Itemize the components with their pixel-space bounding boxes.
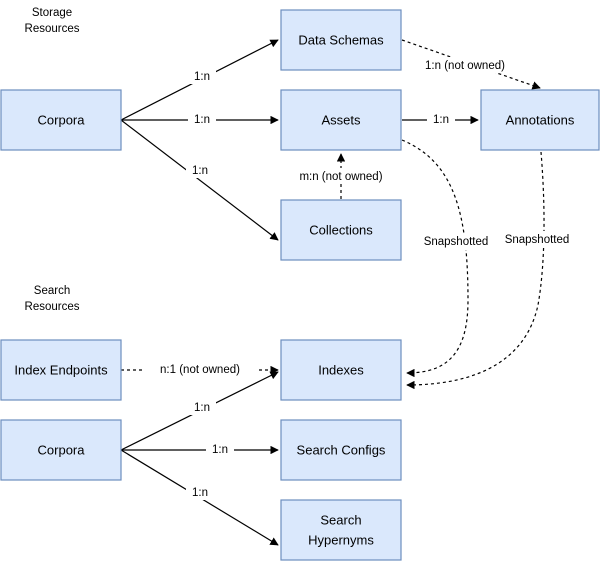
node-search-hypernyms-rect[interactable] [280, 499, 402, 561]
edge-corpora-to-assets-label: 1:n [194, 114, 210, 126]
node-data-schemas-rect[interactable] [280, 9, 402, 71]
section-header-storage: Storage Resources [25, 7, 80, 35]
edge-annotations-to-indexes-label: Snapshotted [505, 234, 570, 246]
node-indexes[interactable]: Indexes [280, 339, 402, 401]
edge-corpora-to-collections-label-bg [186, 163, 214, 178]
edge-corpora-search-to-indexes: 1:n [120, 371, 279, 451]
edge-corpora-to-data-schemas: 1:n [120, 39, 279, 121]
edge-index-endpoints-to-indexes-label: n:1 (not owned) [160, 364, 240, 376]
edge-corpora-search-to-hypernyms-label-bg [186, 485, 214, 500]
node-index-endpoints[interactable]: Index Endpoints [0, 339, 122, 401]
edge-corpora-search-to-indexes-label: 1:n [194, 402, 210, 414]
node-assets-rect[interactable] [280, 89, 402, 151]
node-data-schemas-label: Data Schemas [298, 32, 384, 47]
node-search-configs[interactable]: Search Configs [280, 419, 402, 481]
edge-annotations-to-indexes-label-bg [497, 231, 577, 248]
node-annotations-rect[interactable] [480, 89, 600, 151]
edge-corpora-to-collections-label: 1:n [192, 165, 208, 177]
edge-annotations-to-indexes-line [406, 151, 545, 390]
edge-assets-to-indexes-label-bg [418, 233, 493, 250]
edge-assets-to-annotations-label: 1:n [433, 114, 449, 126]
node-assets[interactable]: Assets [280, 89, 402, 151]
section-header-storage-line2: Resources [25, 23, 80, 35]
node-assets-label: Assets [321, 112, 361, 127]
edge-corpora-search-to-configs-label: 1:n [212, 444, 228, 456]
edge-collections-to-assets-label-bg [283, 168, 400, 184]
node-corpora-storage[interactable]: Corpora [0, 89, 122, 151]
edge-corpora-to-data-schemas-label: 1:n [194, 71, 210, 83]
node-corpora-search-label: Corpora [38, 442, 86, 457]
edge-corpora-search-to-hypernyms-label: 1:n [192, 487, 208, 499]
edge-corpora-to-collections-line [120, 119, 279, 241]
node-corpora-storage-rect[interactable] [0, 89, 122, 151]
edge-data-schemas-to-annotations-label: 1:n (not owned) [425, 60, 505, 72]
node-annotations-label: Annotations [506, 112, 575, 127]
edge-corpora-to-assets-label-bg [188, 112, 216, 127]
node-index-endpoints-label: Index Endpoints [14, 362, 108, 377]
section-header-search: Search Resources [25, 285, 80, 313]
edge-corpora-search-to-indexes-label-bg [188, 400, 216, 415]
edge-corpora-to-collections: 1:n [120, 119, 279, 241]
section-header-search-line2: Resources [25, 301, 80, 313]
node-corpora-storage-label: Corpora [38, 112, 86, 127]
edge-index-endpoints-to-indexes: n:1 (not owned) [121, 362, 279, 378]
node-indexes-rect[interactable] [280, 339, 402, 401]
edge-collections-to-assets: m:n (not owned) [283, 153, 400, 199]
edge-assets-to-indexes-line [401, 139, 469, 378]
edge-corpora-search-to-configs: 1:n [121, 442, 279, 457]
edge-data-schemas-to-annotations-label-bg [410, 57, 520, 73]
node-annotations[interactable]: Annotations [480, 89, 600, 151]
edge-assets-to-annotations-label-bg [427, 112, 455, 127]
node-search-configs-label: Search Configs [297, 442, 386, 457]
node-search-hypernyms-label-line1: Search [320, 512, 361, 527]
node-collections-label: Collections [309, 222, 373, 237]
section-header-storage-line1: Storage [32, 7, 72, 19]
node-corpora-search-rect[interactable] [0, 419, 122, 481]
node-corpora-search[interactable]: Corpora [0, 419, 122, 481]
edge-assets-to-indexes: Snapshotted [401, 139, 493, 378]
node-index-endpoints-rect[interactable] [0, 339, 122, 401]
node-collections[interactable]: Collections [280, 199, 402, 261]
edge-annotations-to-indexes: Snapshotted [406, 151, 577, 390]
node-indexes-label: Indexes [318, 362, 364, 377]
node-collections-rect[interactable] [280, 199, 402, 261]
edge-index-endpoints-to-indexes-label-bg [144, 362, 256, 378]
node-data-schemas[interactable]: Data Schemas [280, 9, 402, 71]
edge-corpora-to-assets: 1:n [121, 112, 279, 127]
node-search-hypernyms[interactable]: Search Hypernyms [280, 499, 402, 561]
edge-collections-to-assets-label: m:n (not owned) [299, 171, 382, 183]
edge-assets-to-indexes-label: Snapshotted [424, 236, 489, 248]
edge-data-schemas-to-annotations: 1:n (not owned) [401, 39, 541, 90]
section-header-search-line1: Search [34, 285, 70, 297]
node-search-configs-rect[interactable] [280, 419, 402, 481]
edge-corpora-to-data-schemas-label-bg [188, 69, 216, 84]
node-search-hypernyms-label-line2: Hypernyms [308, 532, 374, 547]
edge-corpora-search-to-hypernyms: 1:n [120, 449, 279, 546]
edge-assets-to-annotations: 1:n [402, 112, 479, 127]
edge-corpora-search-to-configs-label-bg [206, 442, 234, 457]
